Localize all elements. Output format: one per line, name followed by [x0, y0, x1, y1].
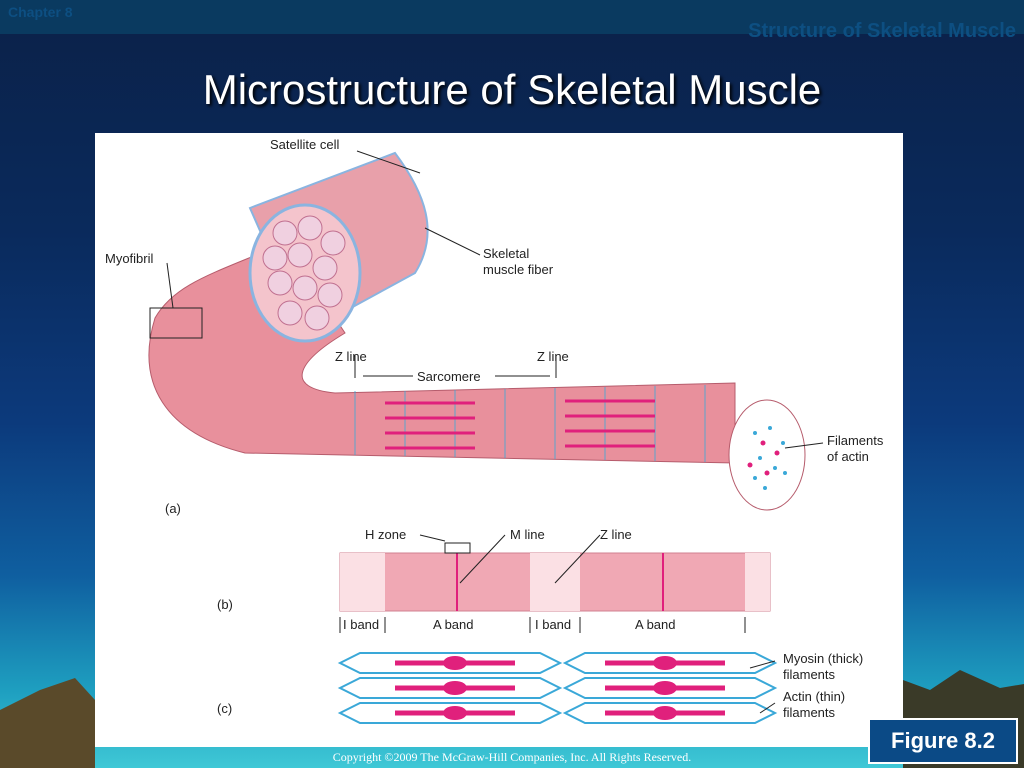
label-actin-1: Actin (thin)	[783, 689, 845, 704]
label-skeletal-1: Skeletal	[483, 246, 529, 261]
myofibril-z-lines	[354, 385, 706, 462]
label-myofibril: Myofibril	[105, 251, 154, 266]
label-z-line-right: Z line	[537, 349, 569, 364]
i-band-region-2	[530, 553, 580, 611]
slide-title: Microstructure of Skeletal Muscle	[202, 66, 822, 113]
chapter-label: Chapter 8	[8, 4, 73, 20]
label-i-band-2: I band	[535, 617, 571, 632]
muscle-diagram: Satellite cell Myofibril Skeletal muscle…	[105, 137, 884, 724]
fiber-myofibril-bundles	[262, 215, 346, 331]
label-myosin-1: Myosin (thick)	[783, 651, 863, 666]
label-a-band-2: A band	[635, 617, 676, 632]
label-m-line: M line	[510, 527, 545, 542]
label-filaments-1: Filaments	[827, 433, 884, 448]
section-label: Structure of Skeletal Muscle	[748, 20, 1016, 42]
copyright-text: Copyright ©2009 The McGraw-Hill Companie…	[332, 750, 692, 764]
label-skeletal-2: muscle fiber	[483, 262, 554, 277]
label-panel-a: (a)	[165, 501, 181, 516]
myofibril-myosin-streaks	[385, 399, 655, 450]
figure-badge: Figure 8.2	[868, 718, 1018, 764]
label-sarcomere: Sarcomere	[417, 369, 481, 384]
label-satellite-cell: Satellite cell	[270, 137, 339, 152]
i-band-region-3	[745, 553, 770, 611]
label-filaments-2: of actin	[827, 449, 869, 464]
label-a-band-1: A band	[433, 617, 474, 632]
label-z-line-b: Z line	[600, 527, 632, 542]
label-z-line-left: Z line	[335, 349, 367, 364]
i-band-region-1	[340, 553, 385, 611]
myosin-dots	[747, 440, 780, 476]
actin-dots	[753, 426, 787, 490]
label-i-band-1: I band	[343, 617, 379, 632]
label-panel-b: (b)	[217, 597, 233, 612]
label-actin-2: filaments	[783, 705, 836, 720]
top-bar	[0, 0, 1024, 34]
label-myosin-2: filaments	[783, 667, 836, 682]
leader-lines	[149, 150, 824, 714]
label-h-zone: H zone	[365, 527, 406, 542]
label-panel-c: (c)	[217, 701, 232, 716]
muscle-figure: Satellite cell Myofibril Skeletal muscle…	[95, 133, 903, 747]
myofibril-cross-section	[728, 399, 806, 511]
filament-lattice	[337, 652, 778, 724]
